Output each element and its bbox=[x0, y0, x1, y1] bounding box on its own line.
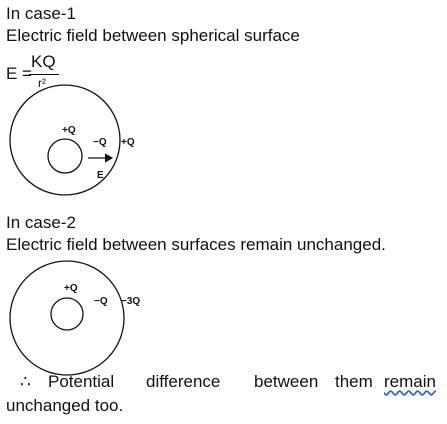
case2-description: Electric field between surfaces remain u… bbox=[6, 235, 386, 254]
inner-side-charge: −Q bbox=[94, 296, 108, 307]
conclusion-word: difference bbox=[146, 372, 221, 391]
outer-side-charge: +Q bbox=[121, 137, 135, 148]
case2-diagram: +Q −Q −3Q bbox=[9, 260, 140, 376]
inner-top-charge: +Q bbox=[62, 125, 76, 136]
inner-top-charge: +Q bbox=[64, 283, 78, 294]
case1-heading: In case-1 bbox=[6, 4, 76, 23]
conclusion-line2: unchanged too. bbox=[6, 396, 124, 415]
spellcheck-flagged-word: remain bbox=[384, 372, 436, 391]
outer-side-charge: −3Q bbox=[121, 296, 140, 307]
inner-side-charge: −Q bbox=[93, 137, 107, 148]
conclusion-word: them bbox=[335, 372, 373, 391]
field-label: E bbox=[97, 170, 104, 181]
case1-diagram: +Q −Q +Q E bbox=[9, 84, 135, 196]
fraction-bar bbox=[29, 74, 59, 75]
conclusion-word: between bbox=[254, 372, 319, 391]
inner-sphere bbox=[47, 138, 83, 174]
case2-heading: In case-2 bbox=[6, 213, 76, 232]
therefore-symbol: ∴ bbox=[20, 372, 31, 391]
field-formula: E = KQ r² bbox=[6, 52, 86, 94]
inner-sphere bbox=[50, 297, 84, 331]
conclusion-word: Potential bbox=[48, 372, 115, 391]
formula-numerator: KQ bbox=[31, 52, 56, 71]
case1-description: Electric field between spherical surface bbox=[6, 26, 300, 45]
formula-denominator: r² bbox=[38, 76, 46, 90]
outer-sphere bbox=[9, 84, 121, 196]
outer-sphere bbox=[9, 260, 125, 376]
formula-lhs: E = bbox=[6, 64, 32, 83]
